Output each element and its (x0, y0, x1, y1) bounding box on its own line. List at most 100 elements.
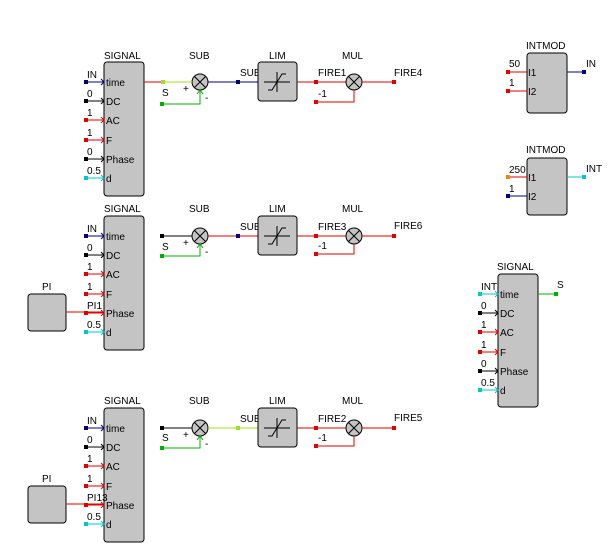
port-time (84, 234, 88, 238)
intmod-1-input-1: 50 (509, 59, 521, 70)
input-value-dc: 0 (481, 301, 487, 312)
port-intmod2-i2 (506, 194, 510, 198)
input-value-d: 0.5 (87, 512, 101, 523)
sub-1-input-label: S (162, 88, 169, 99)
signal-block-3-body[interactable] (103, 407, 145, 543)
signal-block-2-title: SIGNAL (104, 204, 141, 215)
port-sub1-minus (160, 102, 164, 106)
port-intmod1-out (582, 70, 586, 74)
pi-2-body[interactable] (27, 485, 67, 524)
sub-junction-2[interactable]: SUB + - (183, 204, 210, 258)
intmod-1-input-2: 1 (509, 78, 515, 89)
mul-2-title: MUL (342, 204, 364, 215)
wire-mul1-factor (316, 90, 355, 103)
port-ac (84, 118, 88, 122)
arrow-icon (100, 424, 105, 432)
pi-block-2[interactable]: PI (27, 474, 67, 524)
port-mul2-factor (314, 252, 318, 256)
wire-sub1-minus (162, 90, 201, 105)
row1-output-label: FIRE4 (394, 68, 423, 79)
input-value-d: 0.5 (87, 166, 101, 177)
arrow-sub3-minus-icon (196, 435, 204, 441)
intmod-block-1[interactable]: INTMOD I1 I2 50 1 IN (506, 41, 596, 114)
mul-2-cross-icon (348, 230, 360, 242)
lim-block-1[interactable]: LIM (257, 51, 298, 102)
port-mul1-in (314, 80, 318, 84)
port-label-phase: Phase (106, 309, 135, 320)
sub-junction-1[interactable]: SUB + - (183, 51, 210, 104)
lim-block-2[interactable]: LIM (257, 204, 298, 256)
input-value-time: INT (481, 282, 497, 293)
port-ac (84, 464, 88, 468)
lim-2-input-label: SUB2 (240, 222, 267, 233)
intmod-2-port-i1: I1 (528, 173, 537, 184)
port-label-ac: AC (106, 116, 120, 127)
port-dc (84, 253, 88, 257)
sub-junction-3[interactable]: SUB + - (183, 396, 210, 450)
mul-junction-3[interactable]: MUL (342, 396, 364, 437)
input-value-phase: PI1 (87, 301, 102, 312)
port-label-d: d (106, 328, 112, 339)
port-dc (84, 99, 88, 103)
arrow-icon (100, 155, 105, 163)
port-label-ac: AC (106, 270, 120, 281)
sub-3-plus: + (183, 430, 189, 441)
lim-3-input-label: SUB3 (240, 414, 267, 425)
port-d (84, 330, 88, 334)
sub-1-plus: + (183, 84, 189, 95)
port-label-dc: DC (106, 443, 120, 454)
input-value-f: 1 (87, 282, 93, 293)
port-label-phase: Phase (106, 155, 135, 166)
mul-3-factor: -1 (318, 433, 327, 444)
intmod-1-body[interactable] (526, 52, 568, 114)
pi-1-body[interactable] (27, 293, 67, 332)
arrow-icon (494, 290, 499, 298)
arrow-icon (100, 116, 105, 124)
mul-3-title: MUL (342, 396, 364, 407)
port-label-time: time (500, 290, 519, 301)
sub-3-title: SUB (189, 396, 210, 407)
arrow-icon (494, 328, 499, 336)
row2-output-label: FIRE6 (394, 221, 423, 232)
sub-2-minus: - (205, 247, 208, 258)
signal-block-1-body[interactable] (103, 61, 145, 197)
port-ac (478, 330, 482, 334)
arrow-icon (100, 482, 105, 490)
port-phase (478, 369, 482, 373)
arrow-icon (494, 309, 499, 317)
port-f (84, 138, 88, 142)
arrow-sub2-minus-icon (196, 243, 204, 249)
port-intmod1-i2 (506, 89, 510, 93)
sub-2-title: SUB (189, 204, 210, 215)
port-lim3-in (236, 426, 240, 430)
intmod-2-body[interactable] (526, 157, 568, 216)
limiter-icon (264, 418, 290, 438)
wire-sub3-minus (162, 436, 201, 449)
signal-block-2-body[interactable] (103, 215, 145, 351)
arrow-icon (100, 136, 105, 144)
sub-2-input-label: S (162, 242, 169, 253)
input-value-dc: 0 (87, 243, 93, 254)
intmod-block-2[interactable]: INTMOD I1 I2 250 1 INT (506, 145, 602, 216)
port-label-dc: DC (106, 97, 120, 108)
port-sub3-in (160, 426, 164, 430)
mul-junction-2[interactable]: MUL (342, 204, 364, 245)
pi-block-1[interactable]: PI (27, 282, 67, 332)
port-f (478, 350, 482, 354)
port-time (84, 426, 88, 430)
signal-block-4-body[interactable] (497, 273, 539, 408)
arrow-icon (100, 520, 105, 528)
port-intmod2-out (582, 175, 586, 179)
arrow-icon (100, 251, 105, 259)
lim-block-3[interactable]: LIM (257, 396, 298, 448)
sub-1-minus: - (205, 93, 208, 104)
port-dc (84, 445, 88, 449)
intmod-2-input-2: 1 (509, 184, 515, 195)
